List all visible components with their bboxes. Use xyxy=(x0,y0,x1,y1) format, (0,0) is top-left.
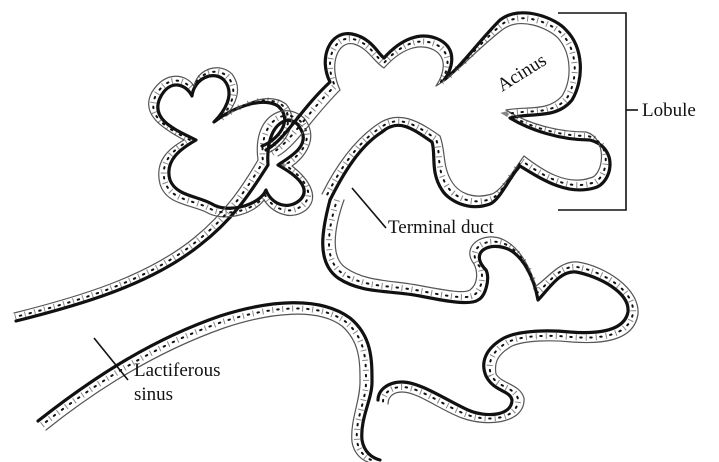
lobule-bracket xyxy=(558,13,638,210)
small-lobe-outer-wall xyxy=(16,76,304,321)
sinus-inner-lining xyxy=(46,314,368,462)
terminal-duct-label: Terminal duct xyxy=(388,217,494,238)
lactiferous-sinus-leader-line xyxy=(94,338,128,380)
lobule-bracket-line xyxy=(558,13,626,210)
sinus-cells xyxy=(42,308,374,461)
terminal-duct-leader-line xyxy=(352,188,386,228)
lobule-outer-wall xyxy=(266,13,610,207)
lobule-structure xyxy=(266,13,610,207)
lactiferous-sinus-duct xyxy=(38,303,380,462)
upper-duct-and-small-lobe xyxy=(14,68,313,321)
small-lobe-nuclei xyxy=(15,72,308,317)
acinus-label: Acinus xyxy=(494,50,551,96)
lobule-label: Lobule xyxy=(642,100,696,121)
sinus-nuclei xyxy=(42,308,374,461)
lactiferous-sinus-label-line1: Lactiferous xyxy=(134,360,221,381)
lactiferous-sinus-label-line2: sinus xyxy=(134,384,173,405)
